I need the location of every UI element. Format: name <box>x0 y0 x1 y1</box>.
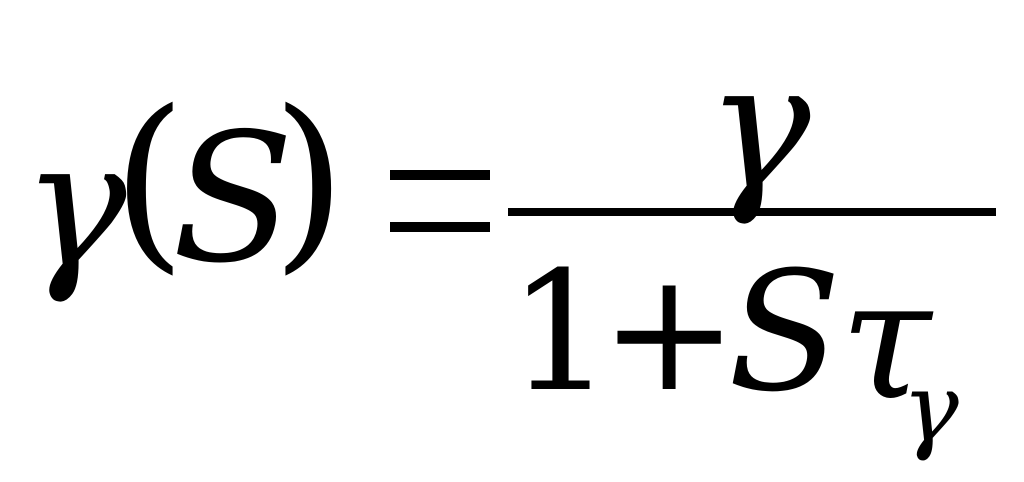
denominator-tau: τ <box>840 244 932 436</box>
denominator-one: 1 <box>508 236 613 428</box>
denominator-tau-subscript-gamma: γ <box>902 354 959 464</box>
lhs-close-paren: ) <box>272 70 347 291</box>
equals-sign: = <box>390 170 490 232</box>
fraction-numerator-gamma: γ <box>706 26 811 229</box>
fraction-bar <box>508 208 996 216</box>
equals-bottom-bar <box>390 222 490 232</box>
denominator-variable-s: S <box>728 236 842 428</box>
denominator-plus-sign: + <box>600 236 739 428</box>
equals-top-bar <box>390 170 490 180</box>
lhs-gamma-symbol: γ <box>22 104 127 307</box>
lhs-variable-s: S <box>172 95 294 302</box>
lhs-open-paren: ( <box>112 70 187 291</box>
